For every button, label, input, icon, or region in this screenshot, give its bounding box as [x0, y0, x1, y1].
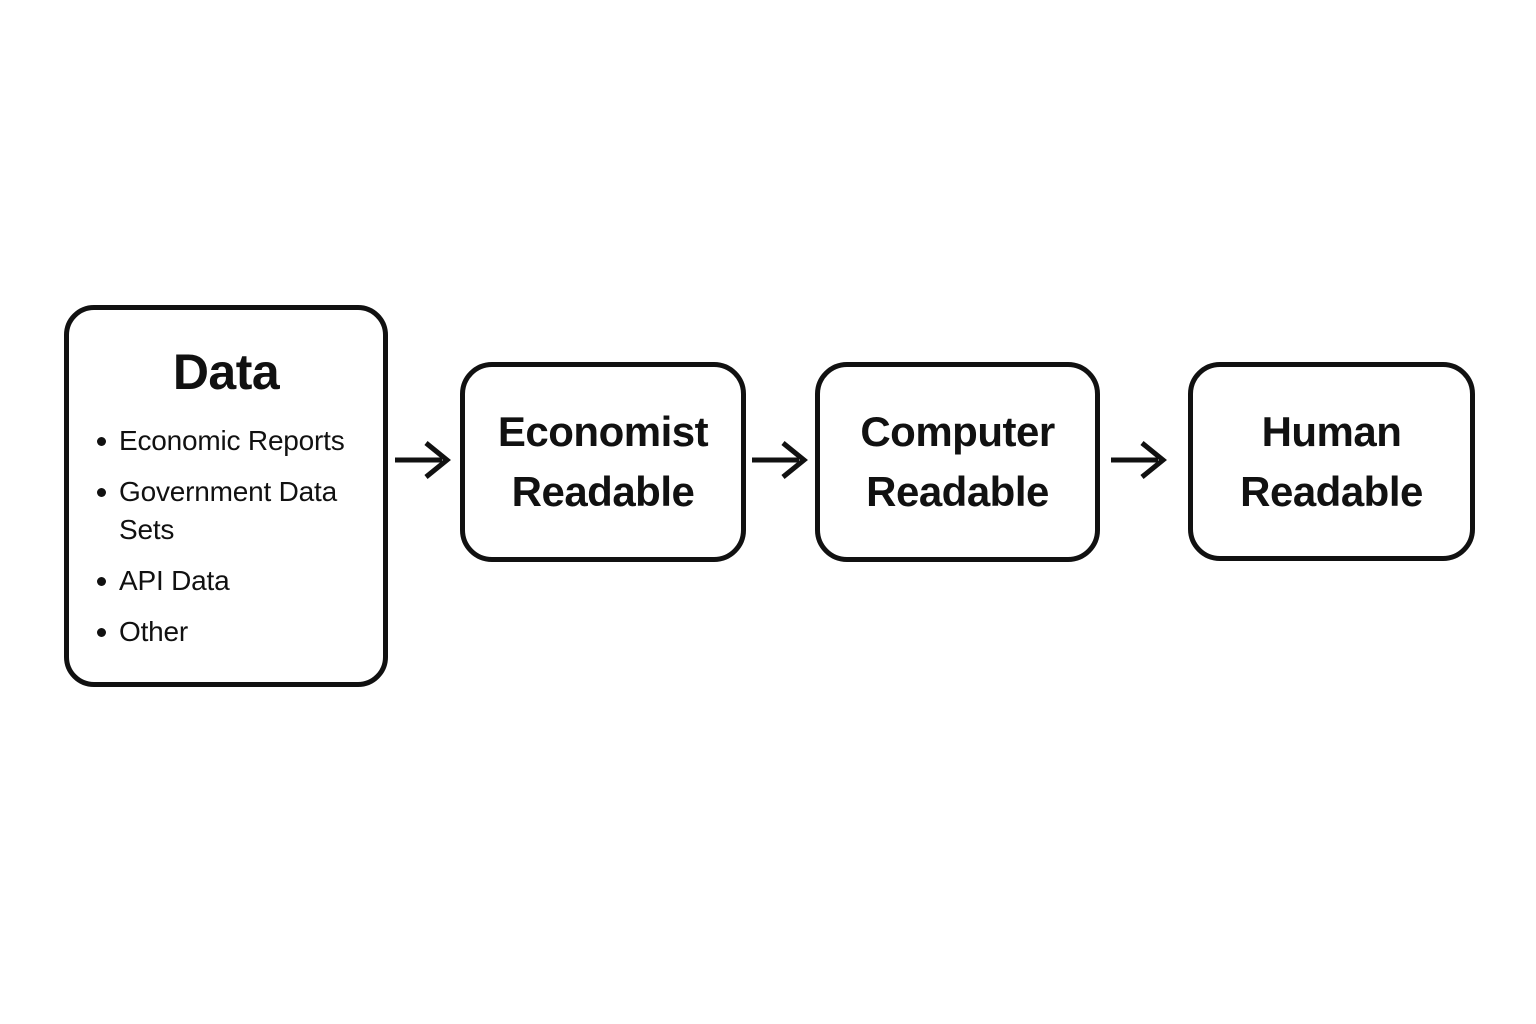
bullet-other: Other	[97, 613, 377, 651]
right-arrow-icon	[1111, 441, 1167, 479]
right-arrow-icon	[752, 441, 808, 479]
flow-arrow-3	[1110, 436, 1170, 484]
right-arrow-icon	[395, 441, 451, 479]
node-data-title: Data	[172, 344, 280, 400]
node-human-readable: Human Readable	[1188, 362, 1475, 561]
node-human-readable-label: Human Readable	[1240, 407, 1423, 515]
bullet-government-data-sets: Government Data Sets	[97, 473, 377, 549]
flow-arrow-1	[394, 436, 454, 484]
flow-arrow-2	[751, 436, 811, 484]
node-computer-readable-label: Computer Readable	[860, 408, 1055, 515]
bullet-economic-reports: Economic Reports	[97, 422, 377, 460]
node-economist-readable-label: Economist Readable	[497, 408, 709, 515]
node-computer-readable: Computer Readable	[815, 362, 1100, 562]
bullet-api-data: API Data	[97, 562, 377, 600]
node-data: Data Economic Reports Government Data Se…	[64, 305, 388, 687]
data-bullet-list: Economic Reports Government Data Sets AP…	[69, 422, 383, 651]
node-economist-readable: Economist Readable	[460, 362, 746, 562]
